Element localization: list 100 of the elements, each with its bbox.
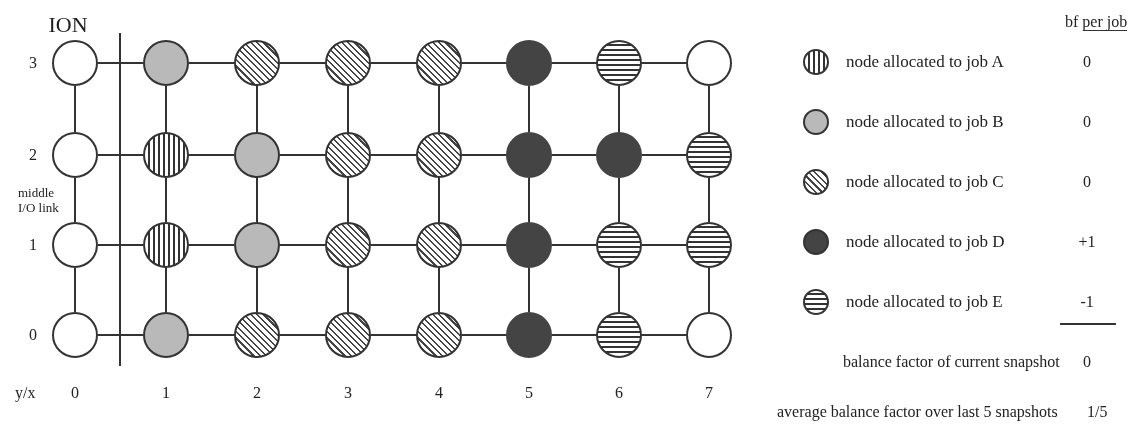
- link-line: [74, 177, 76, 223]
- row-number: 2: [29, 146, 37, 164]
- summary-label: average balance factor over last 5 snapshots: [777, 403, 1058, 421]
- link-line: [708, 267, 710, 313]
- row-number: 3: [29, 54, 37, 72]
- column-number: 3: [344, 384, 352, 402]
- node-circle: [416, 312, 462, 358]
- link-line: [641, 154, 687, 156]
- link-line: [708, 85, 710, 133]
- link-line: [641, 334, 687, 336]
- link-line: [279, 154, 326, 156]
- link-line: [188, 154, 235, 156]
- node-circle: [596, 222, 642, 268]
- link-line: [461, 244, 507, 246]
- node-circle: [325, 222, 371, 268]
- node-circle: [596, 40, 642, 86]
- link-line: [618, 267, 620, 313]
- link-line: [347, 85, 349, 133]
- link-line: [370, 154, 417, 156]
- value-label: 0: [1083, 113, 1091, 131]
- column-number: 5: [525, 384, 533, 402]
- node-circle: [52, 132, 98, 178]
- link-label: middle I/O link: [18, 185, 60, 215]
- link-line: [347, 267, 349, 313]
- value-label: 0: [1083, 53, 1091, 71]
- link-line: [461, 334, 507, 336]
- node-circle: [143, 40, 189, 86]
- value-label: 0: [1083, 353, 1091, 371]
- link-line: [551, 154, 597, 156]
- link-line: [551, 244, 597, 246]
- node-circle: [143, 312, 189, 358]
- link-line: [370, 62, 417, 64]
- link-line: [618, 177, 620, 223]
- link-line: [97, 334, 144, 336]
- node-circle: [143, 222, 189, 268]
- node-circle: [234, 40, 280, 86]
- link-line: [279, 244, 326, 246]
- link-line: [188, 334, 235, 336]
- link-line: [461, 62, 507, 64]
- column-number: 0: [71, 384, 79, 402]
- link-line: [97, 62, 144, 64]
- link-line: [438, 267, 440, 313]
- node-circle: [234, 132, 280, 178]
- node-circle: [143, 132, 189, 178]
- value-label: 0: [1083, 173, 1091, 191]
- node-circle: [506, 132, 552, 178]
- link-line: [97, 154, 144, 156]
- node-circle: [506, 40, 552, 86]
- link-line: [256, 177, 258, 223]
- node-circle: [325, 312, 371, 358]
- link-line: [618, 85, 620, 133]
- column-number: 2: [253, 384, 261, 402]
- value-label: +1: [1078, 233, 1096, 251]
- node-circle: [52, 222, 98, 268]
- column-number: 7: [705, 384, 713, 402]
- row-number: 0: [29, 326, 37, 344]
- node-circle: [52, 40, 98, 86]
- node-circle: [506, 312, 552, 358]
- link-line: [438, 177, 440, 223]
- node-circle: [234, 222, 280, 268]
- link-line: [256, 85, 258, 133]
- node-circle: [686, 132, 732, 178]
- node-circle: [596, 132, 642, 178]
- legend-label: node allocated to job E: [846, 292, 1003, 312]
- node-circle: [686, 40, 732, 86]
- link-line: [438, 85, 440, 133]
- link-line: [256, 267, 258, 313]
- link-line: [370, 244, 417, 246]
- link-line: [528, 177, 530, 223]
- summary-label: balance factor of current snapshot: [843, 353, 1060, 371]
- node-circle: [416, 222, 462, 268]
- legend-label: node allocated to job B: [846, 112, 1004, 132]
- link-line: [347, 177, 349, 223]
- link-line: [641, 244, 687, 246]
- legend-label: node allocated to job A: [846, 52, 1004, 72]
- link-line: [370, 334, 417, 336]
- link-line: [279, 62, 326, 64]
- node-circle: [686, 312, 732, 358]
- link-line: [97, 244, 144, 246]
- link-line: [551, 334, 597, 336]
- column-number: 6: [615, 384, 623, 402]
- link-line: [165, 177, 167, 223]
- node-circle: [416, 132, 462, 178]
- link-line: [551, 62, 597, 64]
- link-line: [708, 177, 710, 223]
- link-line: [74, 85, 76, 133]
- link-line: [165, 267, 167, 313]
- link-line: [641, 62, 687, 64]
- link-line: [528, 267, 530, 313]
- value-label: -1: [1080, 293, 1094, 311]
- link-line: [188, 62, 235, 64]
- legend-label: node allocated to job D: [846, 232, 1005, 252]
- value-label: 1/5: [1087, 403, 1108, 421]
- node-circle: [325, 40, 371, 86]
- node-circle: [52, 312, 98, 358]
- node-circle: [325, 132, 371, 178]
- row-number: 1: [29, 236, 37, 254]
- axis-label: y/x: [15, 384, 36, 402]
- node-circle: [596, 312, 642, 358]
- link-line: [461, 154, 507, 156]
